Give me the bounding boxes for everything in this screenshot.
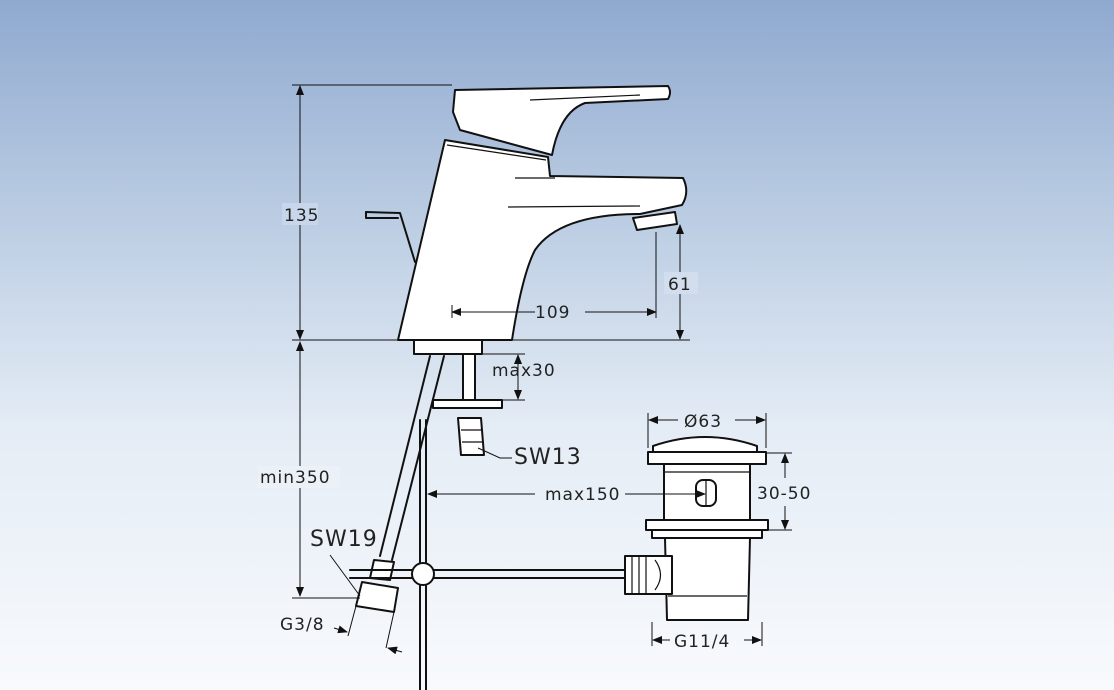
- dim-drain-range: 30-50: [757, 484, 811, 504]
- dim-max-length: max150: [545, 485, 621, 505]
- flex-hose: [379, 355, 431, 557]
- faucet: [365, 85, 688, 355]
- dim-drain-thread: G11/4: [674, 632, 730, 652]
- nut-sw13: [457, 417, 485, 456]
- fixings: [349, 353, 626, 690]
- label-nut-sw19: SW19: [310, 527, 378, 552]
- popup-lever: [365, 211, 416, 263]
- nut-sw19: [355, 581, 399, 613]
- lever-handle: [452, 85, 671, 156]
- label-nut-sw13: SW13: [514, 445, 582, 470]
- pivot-clip: [411, 562, 435, 586]
- drain: [624, 436, 769, 621]
- dimension-labels: 135 61 109 max30 min350 max150 Ø63 30-50…: [258, 203, 811, 652]
- drain-plug: [652, 436, 758, 453]
- dim-min-length: min350: [260, 468, 331, 488]
- dim-spout-reach: 109: [535, 303, 570, 323]
- dim-max-deck: max30: [492, 361, 556, 381]
- dim-hose-thread: G3/8: [280, 615, 325, 635]
- dim-height-total: 135: [284, 206, 319, 226]
- dim-drain-diameter: Ø63: [684, 412, 722, 432]
- dim-spout-height: 61: [668, 275, 692, 295]
- faucet-body: [397, 139, 688, 341]
- flex-hose: [391, 355, 445, 561]
